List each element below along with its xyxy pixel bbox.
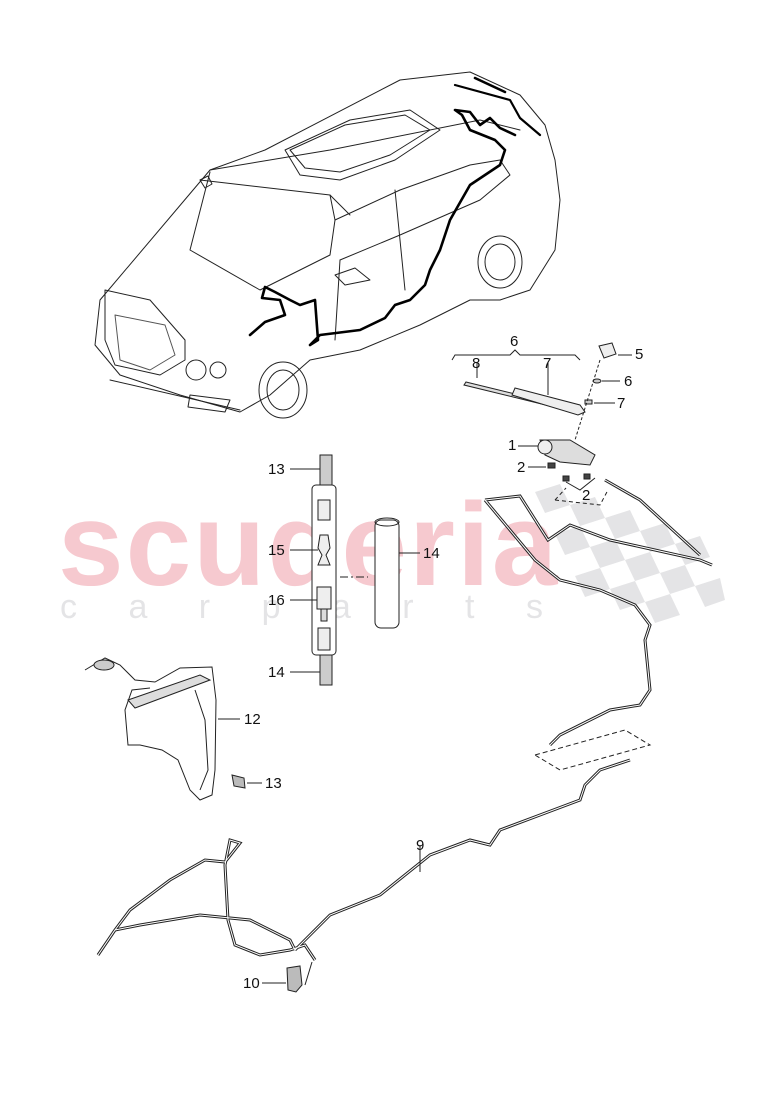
level-sensor-12 [231, 774, 246, 789]
callout-13b: 14 [268, 664, 285, 681]
callout-7: 7 [543, 355, 552, 372]
washer-pump-10 [286, 965, 303, 993]
wiper-motor-1 [539, 439, 596, 466]
callout-11: 12 [244, 711, 261, 728]
callout-8: 8 [472, 355, 481, 372]
callout-10: 10 [243, 975, 260, 992]
protective-sleeve-14 [374, 517, 420, 629]
watermark-subtitle: c a r p a r t s [60, 588, 545, 626]
hose-routing-on-vehicle [248, 108, 517, 347]
callout-6: 6 [510, 333, 519, 350]
callout-14: 14 [423, 545, 440, 562]
washer-hose-9-front [96, 758, 631, 961]
callout-16: 16 [268, 592, 285, 609]
callout-15: 15 [268, 542, 285, 559]
callout-1: 1 [508, 437, 517, 454]
cover-cap-3 [598, 342, 617, 359]
group-bracket-6 [451, 349, 581, 361]
callout-2a: 2 [517, 459, 526, 476]
callout-2b: 2 [582, 487, 591, 504]
callout-9: 9 [416, 837, 425, 854]
checkered-flag-icon [535, 484, 725, 623]
callout-5: 7 [617, 395, 626, 412]
wiper-arm-7 [511, 387, 586, 416]
callout-12: 13 [265, 775, 282, 792]
callout-4: 6 [624, 373, 633, 390]
washer-reservoir-11 [84, 657, 240, 801]
callout-13a: 13 [268, 461, 285, 478]
watermark-brand: scuderia [58, 479, 560, 611]
hose-connector-assembly [290, 454, 368, 686]
vehicle-outline [94, 71, 561, 419]
callout-3: 5 [635, 346, 644, 363]
